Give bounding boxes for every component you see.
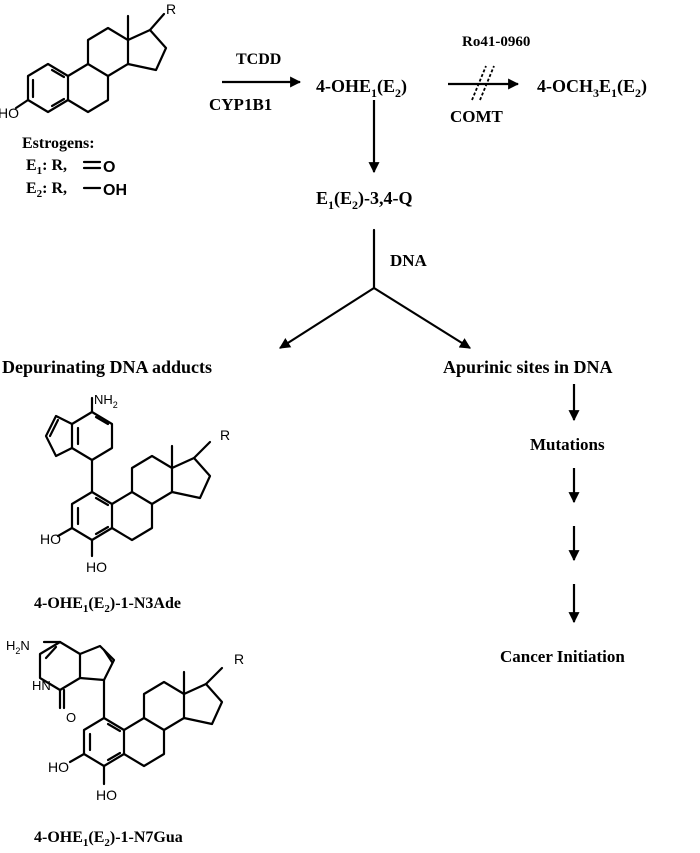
n3ade-r-label: R bbox=[220, 427, 230, 443]
cancer-initiation-label: Cancer Initiation bbox=[500, 647, 625, 666]
n7gua-name: 4-OHE1(E2)-1-N7Gua bbox=[34, 829, 183, 848]
n3ade-name: 4-OHE1(E2)-1-N3Ade bbox=[34, 595, 181, 615]
ho-label: HO bbox=[0, 105, 19, 121]
e2-definition: E2: R, bbox=[26, 180, 67, 200]
nh2-label: NH2 bbox=[94, 392, 118, 410]
n7gua-ho-3: HO bbox=[48, 759, 69, 775]
arrow-to-adducts bbox=[279, 287, 375, 349]
ohe-compound: 4-OHE1(E2) bbox=[316, 76, 407, 100]
h2n-label: H2N bbox=[6, 638, 30, 656]
apurinic-label: Apurinic sites in DNA bbox=[443, 357, 613, 377]
tcdd-label: TCDD bbox=[236, 51, 281, 68]
dna-label: DNA bbox=[390, 251, 428, 270]
estrogen-legend: Estrogens: E1: R, O E2: R, OH bbox=[22, 135, 127, 200]
mutations-label: Mutations bbox=[530, 435, 605, 454]
depurinating-label: Depurinating DNA adducts bbox=[2, 357, 212, 377]
comt-label: COMT bbox=[450, 107, 504, 126]
och3-compound: 4-OCH3E1(E2) bbox=[537, 76, 647, 100]
r-label: R bbox=[166, 1, 176, 17]
n7gua-ho-4: HO bbox=[96, 787, 117, 803]
cyp1b1-label: CYP1B1 bbox=[209, 95, 272, 114]
quinone-compound: E1(E2)-3,4-Q bbox=[316, 188, 413, 212]
inhibition-mark bbox=[471, 65, 495, 101]
n3ade-structure: NH2 R HO HO bbox=[40, 392, 230, 575]
e1-oxo: O bbox=[103, 159, 115, 176]
carbonyl-o-label: O bbox=[66, 710, 76, 725]
ro41-label: Ro41-0960 bbox=[462, 34, 530, 50]
n7gua-r-label: R bbox=[234, 651, 244, 667]
arrow-to-apurinic bbox=[373, 287, 471, 349]
estrogens-title: Estrogens: bbox=[22, 135, 95, 152]
e1-definition: E1: R, bbox=[26, 157, 67, 177]
n3ade-ho-4: HO bbox=[86, 559, 107, 575]
n7gua-structure: H2N HN O R HO HO bbox=[6, 638, 244, 803]
hn-label: HN bbox=[32, 678, 51, 693]
e2-hydroxy: OH bbox=[103, 182, 127, 199]
estrogen-structure: R HO bbox=[0, 1, 176, 121]
n3ade-ho-3: HO bbox=[40, 531, 61, 547]
